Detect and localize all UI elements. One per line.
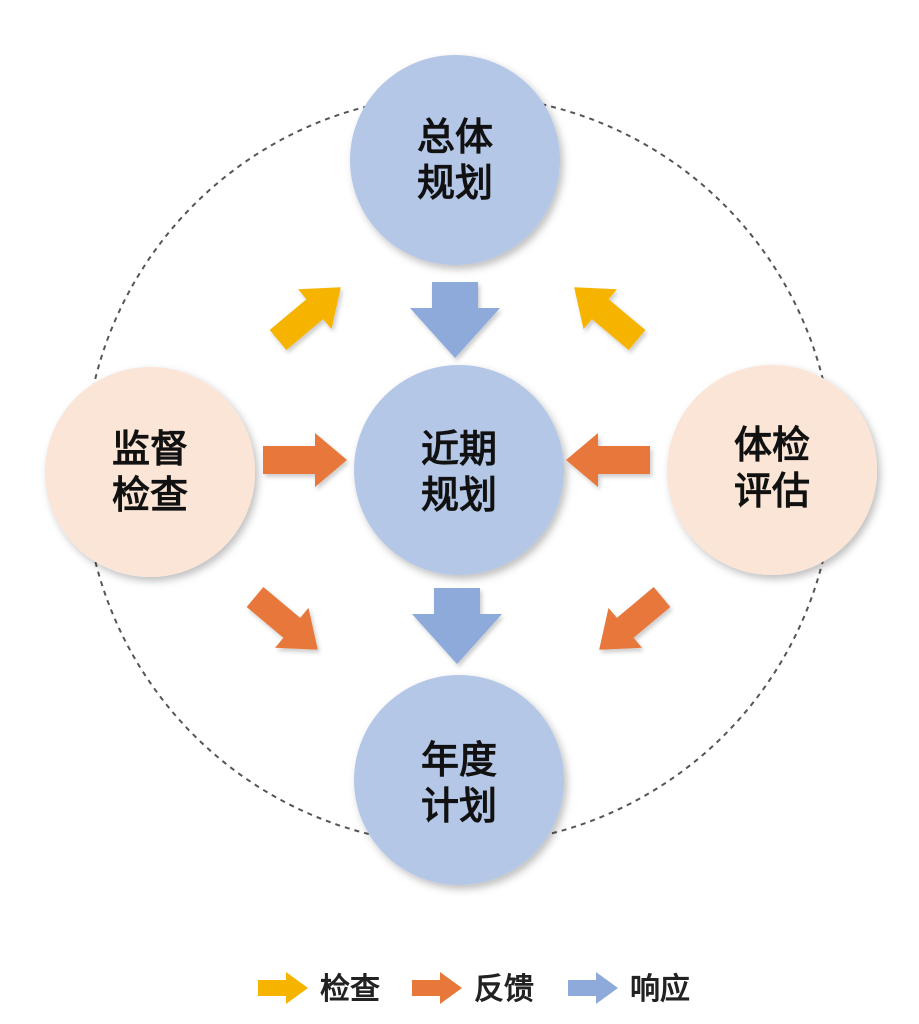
feedback-arrow-left-down xyxy=(246,587,318,650)
response-arrow-top xyxy=(410,282,500,358)
legend-check-label: 检查 xyxy=(320,972,380,1007)
health-check-eval-circle xyxy=(667,365,877,575)
legend: 检查 反馈 响应 xyxy=(258,972,690,1007)
health-check-eval-label-line1: 体检 xyxy=(734,423,810,467)
feedback-arrow-right-down xyxy=(599,587,671,650)
response-arrow-bottom xyxy=(412,588,502,664)
near-term-plan-circle xyxy=(354,365,564,575)
overall-plan-label-line1: 总体 xyxy=(417,115,493,159)
near-term-plan-label-line2: 规划 xyxy=(421,473,497,517)
supervision-check-circle xyxy=(45,367,255,577)
check-arrow-left-up xyxy=(269,287,341,350)
legend-response-arrow-icon xyxy=(568,972,618,1004)
overall-plan-label-line2: 规划 xyxy=(417,161,493,205)
supervision-check-label-line2: 检查 xyxy=(112,473,188,517)
annual-plan-label-line2: 计划 xyxy=(421,784,497,828)
health-check-eval-label-line2: 评估 xyxy=(734,469,810,513)
feedback-arrow-left-to-center xyxy=(263,433,347,487)
annual-plan-circle xyxy=(354,675,564,885)
near-term-plan-label-line1: 近期 xyxy=(421,427,497,471)
supervision-check-label-line1: 监督 xyxy=(112,427,188,471)
legend-feedback-label: 反馈 xyxy=(474,972,534,1007)
legend-response-label: 响应 xyxy=(630,972,690,1007)
feedback-arrow-right-to-center xyxy=(566,433,650,487)
check-arrow-right-up xyxy=(574,287,646,350)
legend-feedback-arrow-icon xyxy=(412,972,462,1004)
annual-plan-label-line1: 年度 xyxy=(421,738,497,782)
overall-plan-circle xyxy=(350,55,560,265)
legend-check-arrow-icon xyxy=(258,972,308,1004)
